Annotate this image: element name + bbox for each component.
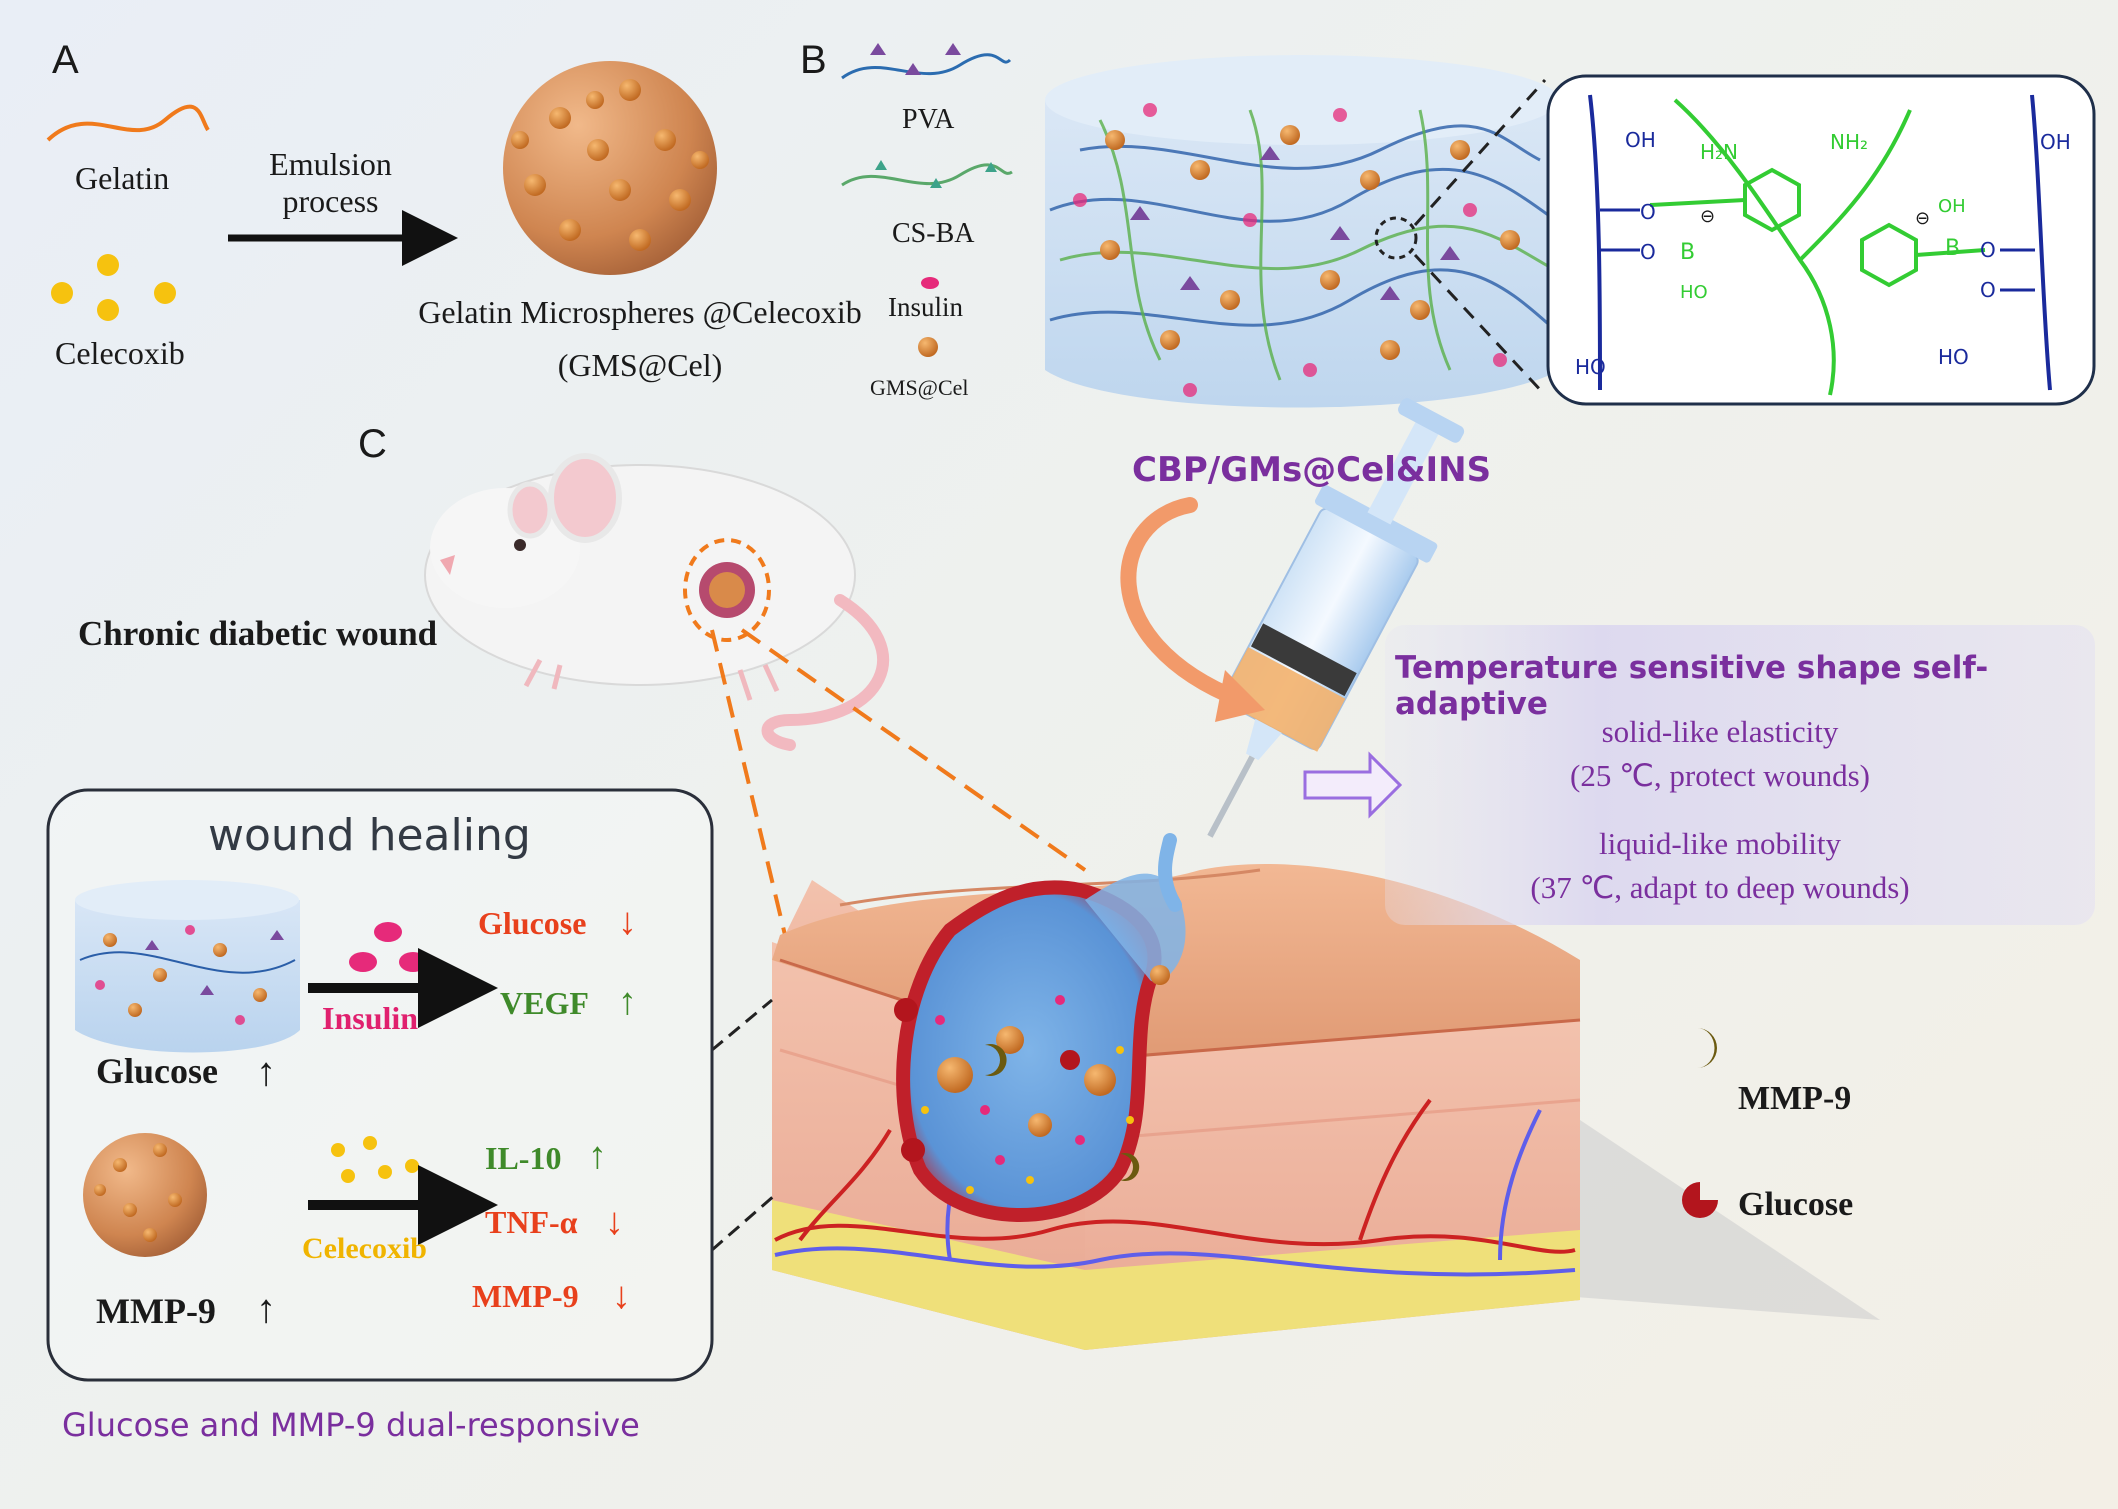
- gelatin-microsphere-icon: [503, 61, 717, 275]
- skin-cross-section: [772, 864, 1880, 1350]
- chem-nh2-right: NH₂: [1830, 130, 1869, 154]
- effect-mmp9: MMP-9: [472, 1278, 579, 1314]
- gms-cel-title-line1: Gelatin Microspheres @Celecoxib: [418, 294, 862, 330]
- trigger-mmp9-up-arrow: ↑: [256, 1286, 276, 1331]
- footer-caption: Glucose and MMP-9 dual-responsive: [62, 1406, 640, 1444]
- trigger-glucose: Glucose: [96, 1051, 218, 1091]
- pva-chain-icon: [841, 53, 1012, 80]
- healing-box-graphics: [46, 788, 776, 1382]
- effect-vegf: VEGF: [500, 985, 589, 1021]
- mmp9-legend-icon: [1697, 1028, 1717, 1068]
- legend-insulin: Insulin: [888, 292, 964, 322]
- chem-nh2-left: H₂N: [1700, 140, 1739, 164]
- chem-charge-right: ⊖: [1915, 208, 1931, 229]
- panel-b-letter: B: [800, 38, 827, 82]
- chem-boron-right: B: [1945, 236, 1961, 261]
- effect-mmp9-arrow: ↓: [612, 1275, 631, 1317]
- effect-tnf: TNF-α: [485, 1204, 578, 1240]
- panel-b: [841, 43, 2096, 408]
- cs-ba-chain-icon: [841, 163, 1013, 187]
- legend-pva: PVA: [902, 104, 955, 135]
- effect-il10: IL-10: [485, 1140, 562, 1176]
- chemistry-inset: [1546, 74, 2096, 406]
- state-solid-line1: solid-like elasticity: [1601, 714, 1839, 749]
- state-solid: solid-like elasticity (25 ℃, protect wou…: [1500, 710, 1940, 798]
- panel-c-letter: C: [358, 422, 387, 466]
- wound-highlight-circle: [683, 538, 771, 642]
- emulsion-label-line2: process: [282, 183, 379, 219]
- state-solid-line2: (25 ℃, protect wounds): [1570, 758, 1870, 793]
- emulsion-label: Emulsion process: [248, 146, 413, 220]
- zoom-circle: [1374, 216, 1418, 260]
- chem-oxygen-4: O: [1980, 278, 1996, 302]
- celecoxib-label: Celecoxib: [55, 335, 185, 371]
- hydrogel-title: CBP/GMs@Cel&INS: [1132, 450, 1492, 490]
- legend-glucose-label: Glucose: [1738, 1186, 1854, 1223]
- chem-oxygen-2: O: [1640, 240, 1656, 264]
- gms-cel-icon: [918, 337, 938, 357]
- insulin-icon: [921, 277, 939, 289]
- effect-glucose-arrow: ↓: [618, 901, 637, 943]
- chem-boron-left: B: [1680, 240, 1696, 265]
- hydrogel-network: [1045, 55, 1560, 408]
- gms-cel-title: Gelatin Microspheres @Celecoxib (GMS@Cel…: [390, 294, 890, 384]
- effect-vegf-arrow: ↑: [618, 981, 637, 1023]
- legend-gms-cel: GMS@Cel: [870, 375, 969, 400]
- drug-celecoxib: Celecoxib: [302, 1232, 427, 1265]
- hollow-arrow-icon: [1303, 751, 1403, 819]
- injection-curved-arrow: [1120, 497, 1248, 708]
- temperature-title: Temperature sensitive shape self-adaptiv…: [1395, 650, 1989, 722]
- emulsion-label-line1: Emulsion: [269, 146, 392, 182]
- state-liquid-line1: liquid-like mobility: [1599, 826, 1841, 861]
- chem-ho-bottom-right: HO: [1938, 345, 1969, 369]
- panel-a: [46, 61, 717, 321]
- syringe-icon[interactable]: [1153, 382, 1493, 912]
- healing-box-title: wound healing: [208, 810, 531, 861]
- chem-oh-top-left: OH: [1625, 128, 1656, 152]
- celecoxib-dots-icon: [51, 254, 176, 321]
- chem-oh-top-right: OH: [2040, 130, 2071, 154]
- mouse-illustration: [424, 453, 889, 751]
- chem-ho-boron-left: HO: [1680, 282, 1708, 303]
- effect-glucose: Glucose: [478, 905, 587, 941]
- chem-oh-boron-right: OH: [1938, 196, 1966, 217]
- chem-oxygen-3: O: [1980, 238, 1996, 262]
- chem-charge-left: ⊖: [1700, 206, 1716, 227]
- gelatin-label: Gelatin: [75, 160, 170, 196]
- effect-il10-arrow: ↑: [588, 1135, 607, 1177]
- panel-c: [424, 382, 2095, 1350]
- trigger-glucose-up-arrow: ↑: [256, 1049, 276, 1094]
- state-liquid: liquid-like mobility (37 ℃, adapt to dee…: [1480, 822, 1960, 910]
- temperature-box: [1385, 625, 2095, 925]
- glucose-legend-icon: [1682, 1182, 1718, 1218]
- gms-cel-title-line2: (GMS@Cel): [557, 347, 723, 383]
- panel-a-letter: A: [52, 38, 79, 82]
- legend-cs-ba: CS-BA: [892, 218, 975, 249]
- trigger-mmp9: MMP-9: [96, 1291, 216, 1331]
- legend-mmp9-label: MMP-9: [1738, 1080, 1852, 1117]
- effect-tnf-arrow: ↓: [605, 1201, 624, 1243]
- state-liquid-line2: (37 ℃, adapt to deep wounds): [1530, 870, 1910, 905]
- gelatin-strand-icon: [46, 104, 210, 142]
- chem-ho-bottom-left: HO: [1575, 355, 1606, 379]
- chronic-wound-label: Chronic diabetic wound: [78, 614, 438, 653]
- chem-oxygen-1: O: [1640, 200, 1656, 224]
- drug-insulin: Insulin: [322, 1000, 419, 1036]
